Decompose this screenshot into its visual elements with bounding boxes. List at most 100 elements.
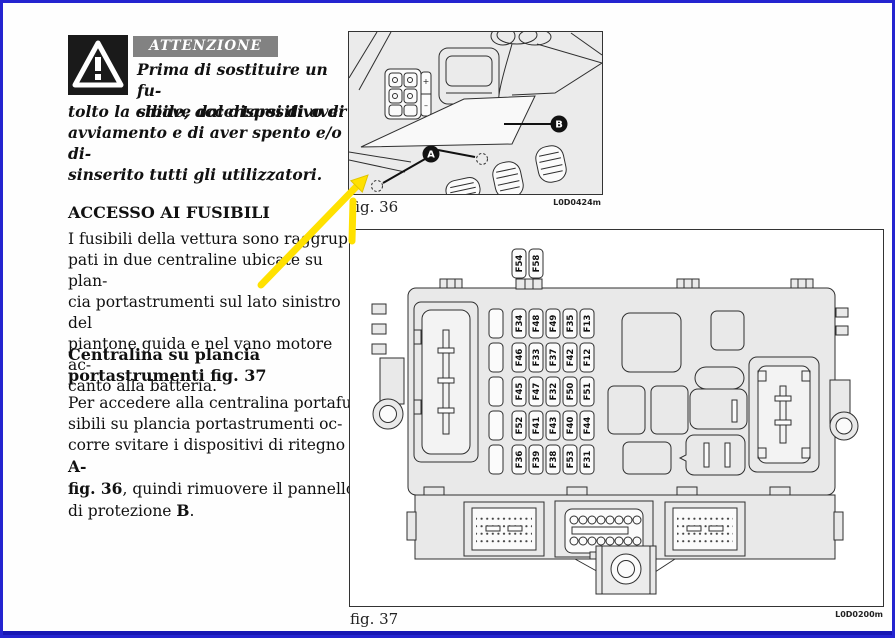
- fuse-label: F47: [532, 383, 542, 401]
- fuse-label: F32: [549, 383, 559, 401]
- warning-text-rest: tolto la chiave dal dispositivo di avvia…: [68, 102, 345, 184]
- figure-36: + –: [348, 31, 603, 195]
- storage-recess: [438, 47, 500, 105]
- protection-panel-b: [360, 95, 536, 148]
- fuse: [545, 376, 561, 407]
- fuse: [579, 376, 595, 407]
- right-mounting-bracket: [829, 307, 859, 441]
- fastener-circle: [371, 180, 383, 192]
- fuse-label: F31: [583, 451, 593, 469]
- fuse: [528, 376, 544, 407]
- section-body-centralina: Per accedere alla centralina portafu- si…: [68, 393, 358, 522]
- fuse: [511, 444, 527, 475]
- fuse-label: F50: [566, 383, 576, 401]
- ref-b: B: [176, 501, 190, 520]
- fuse-label: F39: [532, 451, 542, 469]
- fuse: [562, 376, 578, 407]
- fuse: [528, 410, 544, 441]
- fuse-label: F37: [549, 349, 559, 367]
- label-b: B: [555, 120, 563, 131]
- fuse: [562, 444, 578, 475]
- fuse: [545, 308, 561, 339]
- figure-36-caption: fig. 36: [350, 198, 399, 216]
- figure-36-code: L0D0424m: [553, 198, 601, 207]
- fuse: [579, 410, 595, 441]
- dashboard-drawing: + –: [349, 32, 602, 194]
- figure-37-code: L0D0200m: [835, 610, 883, 619]
- fuse: [545, 444, 561, 475]
- left-connector: [413, 301, 479, 463]
- bottom-section: [406, 486, 844, 560]
- figure-37: F54 F58: [349, 229, 884, 607]
- relay-dome: [694, 366, 745, 390]
- body-text: , quindi rimuovere il pannello di protez…: [68, 480, 356, 520]
- fuse: [511, 342, 527, 373]
- ref-a-fig36: A- fig. 36: [68, 457, 123, 498]
- fuse: [528, 308, 544, 339]
- fuse: [562, 342, 578, 373]
- fuse: [562, 308, 578, 339]
- fuse-label: F40: [566, 417, 576, 435]
- bottom-mounting-bracket: [574, 545, 676, 595]
- fuse: [579, 342, 595, 373]
- figure-37-caption: fig. 37: [350, 610, 399, 628]
- fuse: [545, 342, 561, 373]
- body-text: .: [189, 502, 195, 520]
- section-heading-access: ACCESSO AI FUSIBILI: [68, 203, 270, 222]
- fuse: [545, 410, 561, 441]
- fuse: [511, 308, 527, 339]
- fuse-label: F34: [515, 315, 525, 333]
- sill-line: [349, 151, 412, 163]
- plus-button-label: +: [423, 77, 430, 86]
- fuse: [511, 376, 527, 407]
- fuse: [528, 444, 544, 475]
- fuse-label: F58: [532, 255, 542, 273]
- fuse-label: F35: [566, 315, 576, 333]
- section-heading-centralina: Centralina su plancia portastrumenti fig…: [68, 345, 267, 385]
- steering-column: [490, 32, 602, 96]
- callout-a: A: [371, 145, 488, 192]
- fuse-label: F33: [532, 349, 542, 367]
- fuse-label: F43: [549, 417, 559, 435]
- relay-small: [710, 310, 745, 351]
- relay-medium: [650, 385, 689, 435]
- relay-notched: [678, 434, 746, 476]
- fuse-label: F13: [583, 315, 593, 333]
- section-body-access: I fusibili della vettura sono raggrup- p…: [68, 230, 354, 395]
- fuse-label: F38: [549, 451, 559, 469]
- relay-modules: [607, 310, 748, 476]
- callout-b: B: [504, 115, 568, 133]
- fastener-circle: [476, 153, 488, 165]
- relay-medium: [607, 385, 646, 435]
- bottom-connector-right: [664, 501, 746, 557]
- fuse: [528, 248, 544, 279]
- top-fuse-group: F54 F58: [511, 248, 544, 279]
- fuse-label: F54: [515, 255, 525, 273]
- body-text: Per accedere alla centralina portafu- si…: [68, 394, 357, 454]
- right-connector: [748, 356, 820, 473]
- relay-large: [621, 312, 682, 373]
- dashboard-button-panel: + –: [384, 68, 432, 120]
- fuse-label: F52: [515, 417, 525, 435]
- headlight-icon: [407, 77, 413, 83]
- fog-light-icon: [392, 77, 398, 83]
- headlight-leveling-icon: [407, 93, 413, 99]
- warning-triangle-icon: [68, 35, 128, 95]
- fuse-label: F48: [532, 315, 542, 333]
- fuse-label: F45: [515, 383, 525, 401]
- a-pillar-line: [349, 32, 378, 79]
- left-mounting-bracket: [371, 303, 405, 430]
- fuse: [511, 248, 527, 279]
- empty-fuse-slots: [488, 308, 504, 475]
- fuse-label: F49: [549, 315, 559, 333]
- warning-text-first: Prima di sostituire un fu- sibile, accer…: [137, 60, 347, 121]
- page-bottom-rule: [3, 631, 892, 635]
- fuse-label: F41: [532, 417, 542, 435]
- rear-fog-light-icon: [392, 93, 398, 99]
- fuse-label: F36: [515, 451, 525, 469]
- fuse-label: F12: [583, 349, 593, 367]
- fuse-label: F44: [583, 417, 593, 435]
- fuse: [528, 342, 544, 373]
- minus-button-label: –: [424, 101, 428, 110]
